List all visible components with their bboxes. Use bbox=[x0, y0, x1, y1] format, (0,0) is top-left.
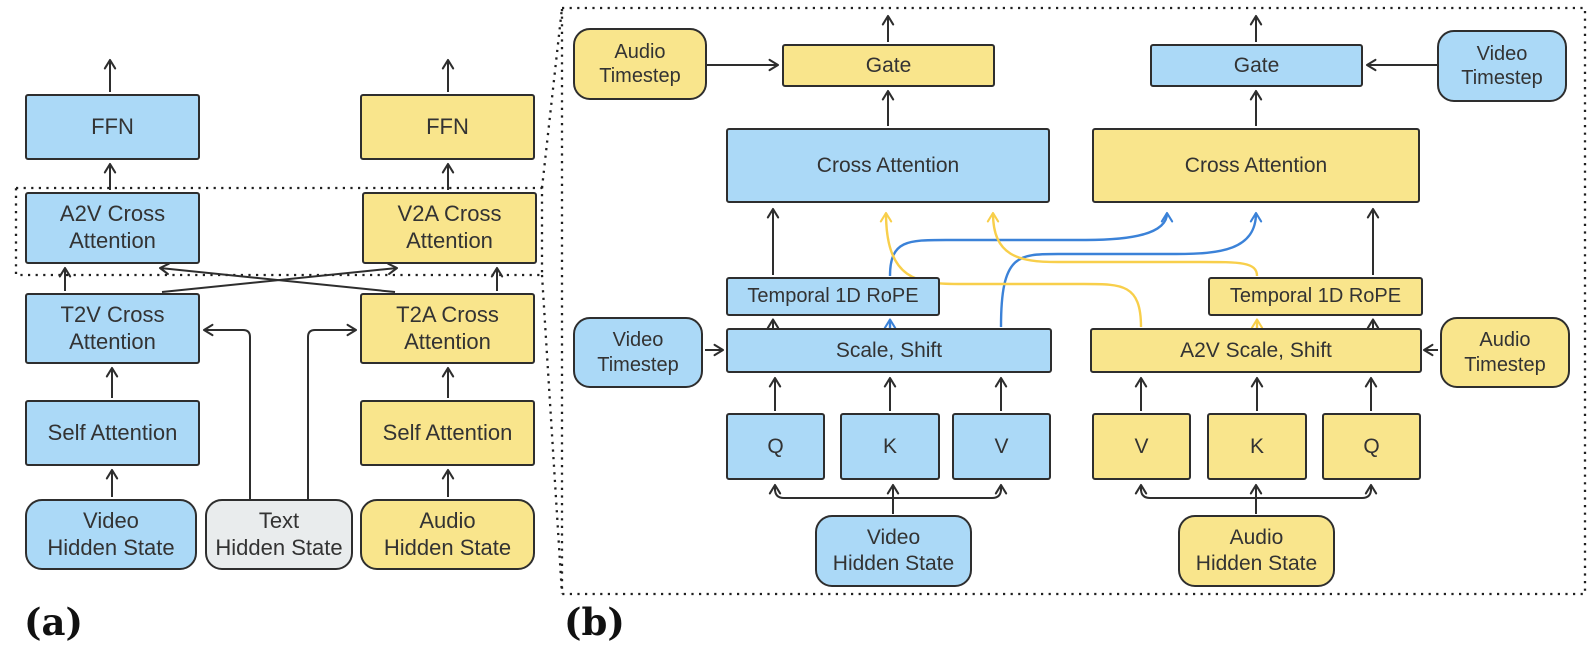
video-hidden-state-label-b: Video Hidden State bbox=[832, 526, 955, 575]
ffn-video-label: FFN bbox=[91, 113, 134, 139]
video-k-to-audio-ca-curve bbox=[888, 211, 1174, 277]
v2a-cross-attention-box: V2A Cross Attention bbox=[362, 192, 537, 264]
k-audio-label: K bbox=[1249, 434, 1264, 458]
cross-attention-video-box: Cross Attention bbox=[726, 128, 1050, 203]
ffn-video-box: FFN bbox=[25, 94, 200, 160]
cross-modal-curves bbox=[879, 211, 1263, 328]
video-hidden-branch-bar bbox=[774, 488, 1002, 499]
v-video-label: V bbox=[994, 434, 1009, 458]
v-audio-label: V bbox=[1134, 434, 1149, 458]
k-video-box: K bbox=[840, 413, 940, 480]
video-timestep-top-pill: Video Timestep bbox=[1437, 30, 1567, 102]
panel-b-frame bbox=[560, 6, 1587, 596]
rope-audio-label: Temporal 1D RoPE bbox=[1229, 285, 1402, 308]
a2v-cross-attention-label: A2V Cross Attention bbox=[59, 201, 166, 253]
q-audio-label: Q bbox=[1363, 434, 1380, 458]
rope-audio-box: Temporal 1D RoPE bbox=[1208, 277, 1423, 316]
video-timestep-mid-label: Video Timestep bbox=[597, 329, 679, 376]
audio-k-to-video-ca-curve bbox=[986, 211, 1259, 277]
k-video-label: K bbox=[882, 434, 897, 458]
text-hidden-state-label: Text Hidden State bbox=[215, 507, 343, 560]
ffn-audio-box: FFN bbox=[360, 94, 535, 160]
v-video-box: V bbox=[952, 413, 1051, 480]
gate-audio-branch-box: Gate bbox=[1150, 44, 1363, 87]
audio-timestep-top-label: Audio Timestep bbox=[599, 40, 681, 87]
audio-hidden-state-label-b: Audio Hidden State bbox=[1195, 526, 1318, 575]
t2v-to-v2a-cross-link bbox=[161, 262, 399, 293]
scale-shift-audio-box: A2V Scale, Shift bbox=[1090, 328, 1422, 373]
scale-shift-audio-label: A2V Scale, Shift bbox=[1180, 338, 1332, 362]
rope-video-label: Temporal 1D RoPE bbox=[747, 285, 919, 308]
audio-hidden-state-pill-a: Audio Hidden State bbox=[360, 499, 535, 570]
video-hidden-state-pill-b: Video Hidden State bbox=[815, 515, 972, 587]
q-video-label: Q bbox=[767, 434, 784, 458]
dotted-frames bbox=[14, 6, 1587, 596]
audio-timestep-top-pill: Audio Timestep bbox=[573, 28, 707, 100]
self-attention-video-box: Self Attention bbox=[25, 400, 200, 466]
audio-v-to-video-ca-curve bbox=[879, 211, 1143, 328]
callout-connector-top bbox=[540, 7, 564, 189]
callout-connector-bottom bbox=[540, 274, 564, 595]
cross-attention-video-label: Cross Attention bbox=[816, 153, 960, 177]
video-timestep-top-label: Video Timestep bbox=[1461, 42, 1543, 89]
panel-b-caption: (b) bbox=[564, 600, 625, 644]
text-to-t2a-link bbox=[307, 323, 358, 515]
t2v-cross-attention-label: T2V Cross Attention bbox=[60, 301, 165, 354]
self-attention-video-label: Self Attention bbox=[47, 419, 178, 445]
t2a-cross-attention-label: T2A Cross Attention bbox=[396, 301, 499, 354]
gate-audio-branch-label: Gate bbox=[1233, 53, 1280, 77]
scale-shift-video-label: Scale, Shift bbox=[835, 338, 943, 362]
video-hidden-state-label-a: Video Hidden State bbox=[47, 507, 175, 560]
audio-timestep-mid-pill: Audio Timestep bbox=[1440, 317, 1570, 388]
video-hidden-state-pill-a: Video Hidden State bbox=[25, 499, 197, 570]
audio-hidden-state-pill-b: Audio Hidden State bbox=[1178, 515, 1335, 587]
audio-hidden-state-label-a: Audio Hidden State bbox=[383, 507, 512, 560]
video-v-to-audio-ca-curve bbox=[999, 211, 1263, 328]
a2v-cross-attention-box: A2V Cross Attention bbox=[25, 192, 200, 264]
t2a-cross-attention-box: T2A Cross Attention bbox=[360, 293, 535, 364]
text-hidden-state-pill: Text Hidden State bbox=[205, 499, 353, 570]
panel-a-highlight-frame bbox=[14, 186, 544, 277]
t2v-cross-attention-box: T2V Cross Attention bbox=[25, 293, 200, 364]
k-audio-box: K bbox=[1207, 413, 1307, 480]
cross-attention-audio-box: Cross Attention bbox=[1092, 128, 1420, 203]
v-audio-box: V bbox=[1092, 413, 1191, 480]
panel-a-caption: (a) bbox=[24, 600, 83, 644]
self-attention-audio-label: Self Attention bbox=[382, 419, 513, 445]
gate-video-branch-box: Gate bbox=[782, 44, 995, 87]
cross-attention-audio-label: Cross Attention bbox=[1184, 153, 1328, 177]
text-to-t2v-link bbox=[202, 323, 251, 515]
v2a-cross-attention-label: V2A Cross Attention bbox=[397, 201, 502, 253]
audio-timestep-mid-label: Audio Timestep bbox=[1464, 329, 1546, 376]
q-audio-box: Q bbox=[1322, 413, 1421, 480]
ffn-audio-label: FFN bbox=[426, 113, 469, 139]
scale-shift-video-box: Scale, Shift bbox=[726, 328, 1052, 373]
panel-a-arrows bbox=[58, 58, 504, 515]
rope-video-box: Temporal 1D RoPE bbox=[726, 277, 940, 316]
video-timestep-mid-pill: Video Timestep bbox=[573, 317, 703, 388]
panel-b-arrows bbox=[705, 14, 1438, 514]
gate-video-branch-label: Gate bbox=[865, 53, 912, 77]
self-attention-audio-box: Self Attention bbox=[360, 400, 535, 466]
q-video-box: Q bbox=[726, 413, 825, 480]
